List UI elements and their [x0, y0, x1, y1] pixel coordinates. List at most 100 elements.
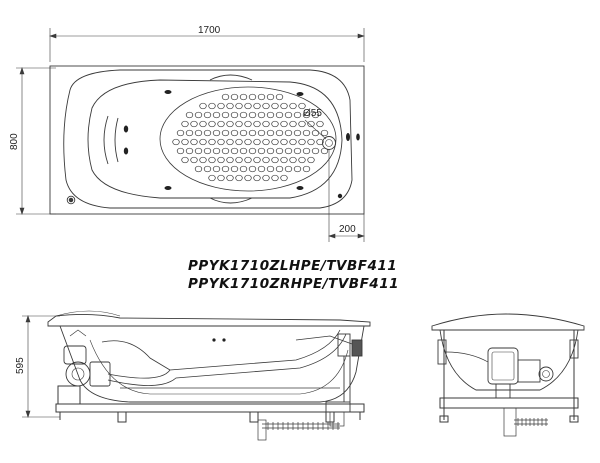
anti-slip-dot	[311, 147, 320, 155]
anti-slip-dot	[217, 120, 225, 128]
anti-slip-dot	[262, 156, 270, 164]
drain-leader-line	[304, 119, 327, 140]
height-dimension-label: 595	[15, 357, 26, 374]
tub-outer-rim	[49, 65, 365, 215]
anti-slip-dot	[257, 165, 266, 173]
armrest-bottom	[209, 197, 253, 204]
length-dimension-line	[49, 28, 365, 62]
anti-slip-dot	[244, 156, 252, 164]
anti-slip-dot	[208, 156, 216, 164]
anti-slip-dot	[190, 138, 198, 146]
anti-slip-dot	[212, 111, 221, 119]
anti-slip-dot	[203, 147, 212, 155]
anti-slip-dot	[185, 147, 194, 155]
anti-slip-dot	[253, 120, 261, 128]
anti-slip-dot	[199, 138, 207, 146]
side-water-piping	[101, 329, 353, 389]
anti-slip-dot	[248, 165, 257, 173]
anti-slip-dot	[221, 111, 230, 119]
anti-slip-dot	[221, 165, 230, 173]
anti-slip-dot	[239, 93, 248, 101]
headrest-contour	[103, 115, 109, 165]
anti-slip-dot	[298, 120, 306, 128]
anti-slip-dot	[280, 138, 288, 146]
front-drain-hose	[503, 407, 548, 437]
length-dimension-label: 1700	[198, 25, 221, 36]
anti-slip-dot	[244, 174, 252, 182]
anti-slip-dot	[311, 129, 320, 137]
anti-slip-dot	[235, 138, 243, 146]
anti-slip-dot	[271, 138, 279, 146]
anti-slip-dot	[248, 147, 257, 155]
height-dimension-line	[22, 315, 60, 418]
anti-slip-dot	[289, 102, 297, 110]
anti-slip-dot	[217, 138, 225, 146]
anti-slip-dot	[257, 147, 266, 155]
anti-slip-dot	[176, 129, 185, 137]
anti-slip-dot	[248, 129, 257, 137]
anti-slip-dot	[289, 120, 297, 128]
anti-slip-dot	[203, 129, 212, 137]
anti-slip-dot	[235, 156, 243, 164]
anti-slip-dot	[194, 165, 203, 173]
anti-slip-dot	[239, 165, 248, 173]
side-pump-motor	[63, 329, 111, 387]
front-rim	[431, 313, 585, 331]
anti-slip-dot	[239, 111, 248, 119]
anti-slip-dot	[181, 120, 189, 128]
anti-slip-dot	[320, 129, 329, 137]
anti-slip-dot	[271, 102, 279, 110]
anti-slip-dot	[271, 174, 279, 182]
armrest-top	[209, 74, 253, 81]
anti-slip-dot	[293, 129, 302, 137]
overflow-valve	[66, 195, 76, 205]
anti-slip-dot	[226, 138, 234, 146]
anti-slip-dot	[302, 147, 311, 155]
anti-slip-dot	[230, 165, 239, 173]
tub-rim-contour	[63, 69, 353, 209]
top-plan-view: 1700 800	[9, 25, 365, 242]
anti-slip-dot	[226, 102, 234, 110]
anti-slip-dot	[176, 147, 185, 155]
anti-slip-dot	[221, 147, 230, 155]
anti-slip-dot	[266, 129, 275, 137]
anti-slip-dot	[266, 165, 275, 173]
anti-slip-dot-pattern	[172, 93, 329, 182]
anti-slip-dot	[235, 120, 243, 128]
drain-offset-dimension-line	[328, 150, 365, 242]
anti-slip-dot	[275, 129, 284, 137]
anti-slip-dot	[194, 147, 203, 155]
anti-slip-dot	[253, 138, 261, 146]
anti-slip-dot	[212, 147, 221, 155]
anti-slip-dot	[298, 138, 306, 146]
anti-slip-dot	[217, 156, 225, 164]
front-tub-body	[439, 329, 579, 391]
anti-slip-dot	[253, 156, 261, 164]
anti-slip-dot	[266, 147, 275, 155]
anti-slip-dot	[199, 156, 207, 164]
anti-slip-dot	[293, 147, 302, 155]
front-fitting-right	[569, 339, 579, 359]
anti-slip-dot	[235, 174, 243, 182]
anti-slip-dot	[239, 129, 248, 137]
anti-slip-dot	[203, 111, 212, 119]
anti-slip-dot	[244, 102, 252, 110]
anti-slip-dot	[235, 102, 243, 110]
anti-slip-dot	[275, 111, 284, 119]
anti-slip-dot	[289, 156, 297, 164]
anti-slip-dot	[316, 120, 324, 128]
anti-slip-dot	[266, 111, 275, 119]
anti-slip-dot	[226, 156, 234, 164]
anti-slip-dot	[239, 147, 248, 155]
anti-slip-dot	[262, 102, 270, 110]
anti-slip-dot	[217, 102, 225, 110]
anti-slip-dot	[316, 138, 324, 146]
anti-slip-dot	[208, 138, 216, 146]
anti-slip-dot	[248, 111, 257, 119]
anti-slip-dot	[199, 102, 207, 110]
anti-slip-dot	[311, 111, 320, 119]
anti-slip-dot	[230, 129, 239, 137]
anti-slip-dot	[293, 165, 302, 173]
side-drain-hose	[257, 411, 345, 441]
whirlpool-jets	[123, 90, 360, 199]
